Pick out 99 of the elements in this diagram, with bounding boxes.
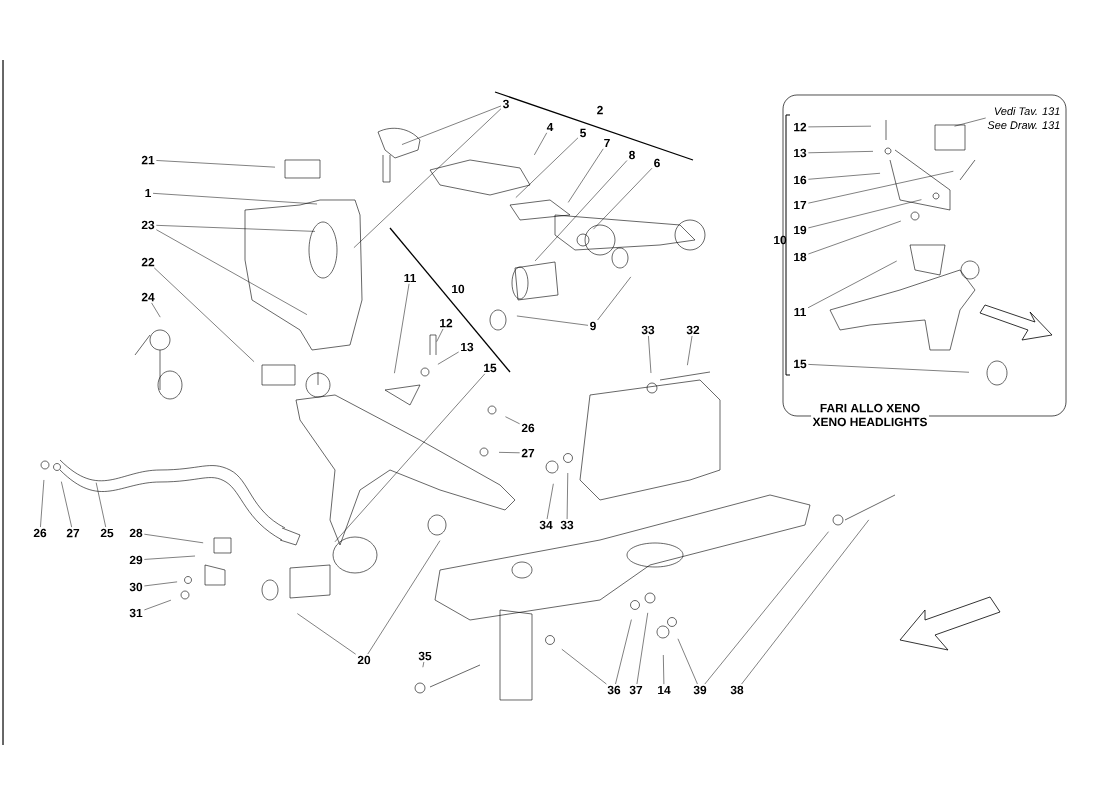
callout-number: 11 (794, 307, 806, 317)
callout-number: 33 (560, 520, 574, 530)
leader-line (687, 335, 693, 366)
leader-line (954, 117, 986, 127)
callout-number: 23 (141, 220, 155, 230)
leader-line (534, 132, 547, 156)
callout-number: 14 (658, 685, 671, 695)
leader-line (40, 479, 45, 528)
callout-number: 1 (145, 188, 151, 198)
leader-line (394, 283, 410, 374)
callout-number: 12 (794, 122, 807, 132)
callout-number: 3 (502, 99, 509, 109)
leader-line (367, 540, 441, 655)
leader-line (597, 276, 632, 321)
callout-number: 12 (440, 318, 453, 328)
leader-line (663, 654, 665, 685)
leader-line (593, 167, 653, 230)
leader-line (808, 151, 874, 154)
leader-line (422, 661, 425, 668)
callout-number: 36 (607, 685, 621, 695)
callout-number: 20 (357, 655, 371, 665)
node-label: XENO HEADLIGHTS (812, 417, 927, 427)
leader-line (154, 267, 255, 362)
callout-number: 26 (33, 528, 47, 538)
leader-line (648, 335, 652, 374)
callout-number: 10 (452, 284, 465, 294)
leader-line (807, 260, 897, 309)
callout-number: 28 (129, 528, 143, 538)
leader-line (808, 171, 954, 204)
leader-line (567, 148, 604, 203)
leader-line (156, 229, 308, 315)
leader-line (144, 555, 196, 560)
leader-line (546, 483, 554, 520)
leader-line (516, 315, 589, 326)
callout-number: 31 (129, 608, 143, 618)
callout-number: 21 (141, 155, 155, 165)
callout-number: 27 (66, 528, 80, 538)
callout-number: 32 (686, 325, 700, 335)
callout-number: 5 (580, 128, 586, 138)
callout-number: 39 (693, 685, 707, 695)
leader-line (808, 199, 922, 229)
leader-line (401, 105, 502, 145)
callout-number: 18 (794, 252, 807, 262)
callout-number: 16 (794, 175, 807, 185)
callout-number: 17 (794, 200, 807, 210)
leader-line (636, 612, 648, 685)
callout-number: 19 (794, 225, 807, 235)
leader-line (808, 220, 902, 255)
leader-line (505, 416, 520, 425)
leader-line (436, 328, 444, 342)
leader-line (515, 137, 579, 198)
callout-number: 34 (539, 520, 553, 530)
callout-number: 15 (484, 363, 497, 373)
leader-line (561, 649, 607, 685)
callout-number: 13 (461, 342, 474, 352)
callout-number: 7 (604, 138, 610, 148)
callout-number: 11 (404, 273, 416, 283)
callout-number: 13 (794, 148, 807, 158)
leader-line (615, 619, 632, 685)
leader-line (151, 302, 161, 318)
callout-number: 22 (141, 257, 155, 267)
leader-line (144, 581, 178, 587)
callout-number: 9 (590, 321, 596, 331)
callout-number: 29 (129, 555, 143, 565)
callout-number: 33 (641, 325, 655, 335)
callout-number: 37 (629, 685, 643, 695)
leader-line (808, 125, 872, 128)
callout-number: 8 (629, 150, 635, 160)
callout-number: 27 (521, 448, 535, 458)
leader-line (144, 599, 172, 611)
leader-line (741, 519, 870, 685)
callout-number: 4 (546, 122, 554, 132)
leader-line (808, 364, 970, 373)
callout-number: 15 (794, 359, 807, 369)
leader-line (353, 108, 502, 248)
callout-number: 26 (521, 423, 535, 433)
leader-line (297, 613, 356, 655)
callout-number: 24 (141, 292, 155, 302)
leader-line (704, 531, 829, 685)
callout-number: 38 (730, 685, 744, 695)
leader-line (808, 173, 881, 180)
leader-line (498, 452, 520, 454)
leader-line (144, 533, 204, 544)
reference-note: Vedi Tav. 131 See Draw. 131 (987, 107, 1060, 129)
leader-line (677, 638, 698, 685)
leader-line (95, 482, 106, 528)
leader-line (156, 160, 276, 168)
callout-number: 35 (418, 651, 432, 661)
callout-number: 30 (129, 582, 143, 592)
callout-number: 6 (654, 158, 660, 168)
leader-line (437, 351, 459, 365)
leader-line (534, 160, 628, 262)
leader-line (61, 481, 72, 528)
leader-line (334, 373, 486, 543)
leader-line (152, 193, 318, 205)
callout-number: 2 (597, 105, 603, 115)
callout-number: 25 (100, 528, 114, 538)
leader-line (566, 472, 569, 520)
leader-line (156, 225, 316, 232)
